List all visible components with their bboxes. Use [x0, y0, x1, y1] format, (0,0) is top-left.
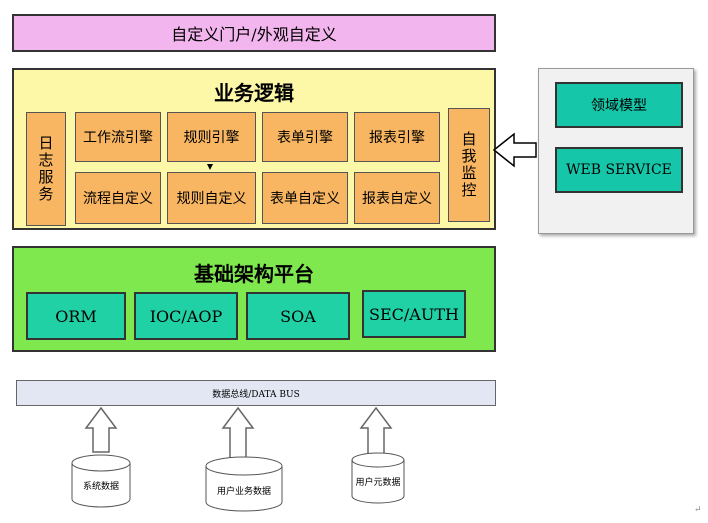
left-arrow-icon — [492, 132, 537, 168]
user-business-data-label: 用户业务数据 — [216, 486, 271, 497]
form-custom-box: 表单自定义 — [262, 172, 348, 224]
data-bus-bar: 数据总线/DATA BUS — [16, 380, 496, 406]
custom-portal-label: 自定义门户/外观自定义 — [171, 25, 337, 44]
report-engine-label: 报表引擎 — [369, 130, 425, 146]
sec-auth-label: SEC/AUTH — [369, 304, 459, 324]
rule-custom-box: 规则自定义 — [167, 172, 256, 224]
business-logic-title: 业务逻辑 — [214, 80, 294, 105]
orm-module: ORM — [26, 292, 126, 340]
rule-engine-box: 规则引擎 — [167, 112, 256, 162]
sec-auth-module: SEC/AUTH — [362, 290, 466, 338]
database-cylinder-icon — [351, 452, 405, 504]
self-monitor-box: 自我监控 — [448, 108, 490, 222]
report-custom-box: 报表自定义 — [354, 172, 440, 224]
web-service-label: WEB SERVICE — [566, 162, 672, 178]
user-metadata-label: 用户元数据 — [355, 478, 401, 488]
rule-arrow-icon — [207, 164, 213, 170]
data-bus-label: 数据总线/DATA BUS — [212, 389, 300, 400]
process-custom-label: 流程自定义 — [83, 191, 153, 207]
system-data-label: 系统数据 — [82, 481, 119, 492]
rule-custom-label: 规则自定义 — [176, 191, 247, 207]
custom-portal-bar: 自定义门户/外观自定义 — [12, 14, 496, 52]
database-cylinder-icon — [205, 456, 283, 512]
workflow-engine-box: 工作流引擎 — [75, 112, 161, 162]
infrastructure-title: 基础架构平台 — [194, 261, 314, 286]
report-custom-label: 报表自定义 — [362, 191, 432, 207]
ioc-aop-module: IOC/AOP — [134, 292, 238, 340]
up-arrow-icon — [359, 406, 393, 455]
report-engine-box: 报表引擎 — [354, 112, 440, 162]
log-service-box: 日志服务 — [26, 112, 66, 226]
process-custom-box: 流程自定义 — [75, 172, 161, 224]
form-engine-box: 表单引擎 — [262, 112, 348, 162]
workflow-engine-label: 工作流引擎 — [83, 130, 153, 146]
domain-model-box: 领域模型 — [555, 82, 683, 128]
ioc-aop-label: IOC/AOP — [149, 306, 223, 326]
soa-module: SOA — [246, 292, 350, 340]
return-mark-icon: ↵ — [694, 505, 702, 515]
form-custom-label: 表单自定义 — [270, 191, 340, 207]
web-service-box: WEB SERVICE — [555, 147, 683, 193]
database-cylinder-icon — [71, 454, 131, 508]
domain-model-label: 领域模型 — [591, 98, 647, 114]
up-arrow-icon — [221, 406, 255, 459]
orm-label: ORM — [55, 306, 97, 326]
soa-label: SOA — [280, 306, 316, 326]
rule-engine-label: 规则引擎 — [183, 130, 240, 146]
log-service-label: 日志服务 — [36, 135, 55, 203]
up-arrow-icon — [84, 406, 118, 453]
self-monitor-label: 自我监控 — [459, 131, 478, 199]
form-engine-label: 表单引擎 — [277, 130, 333, 146]
